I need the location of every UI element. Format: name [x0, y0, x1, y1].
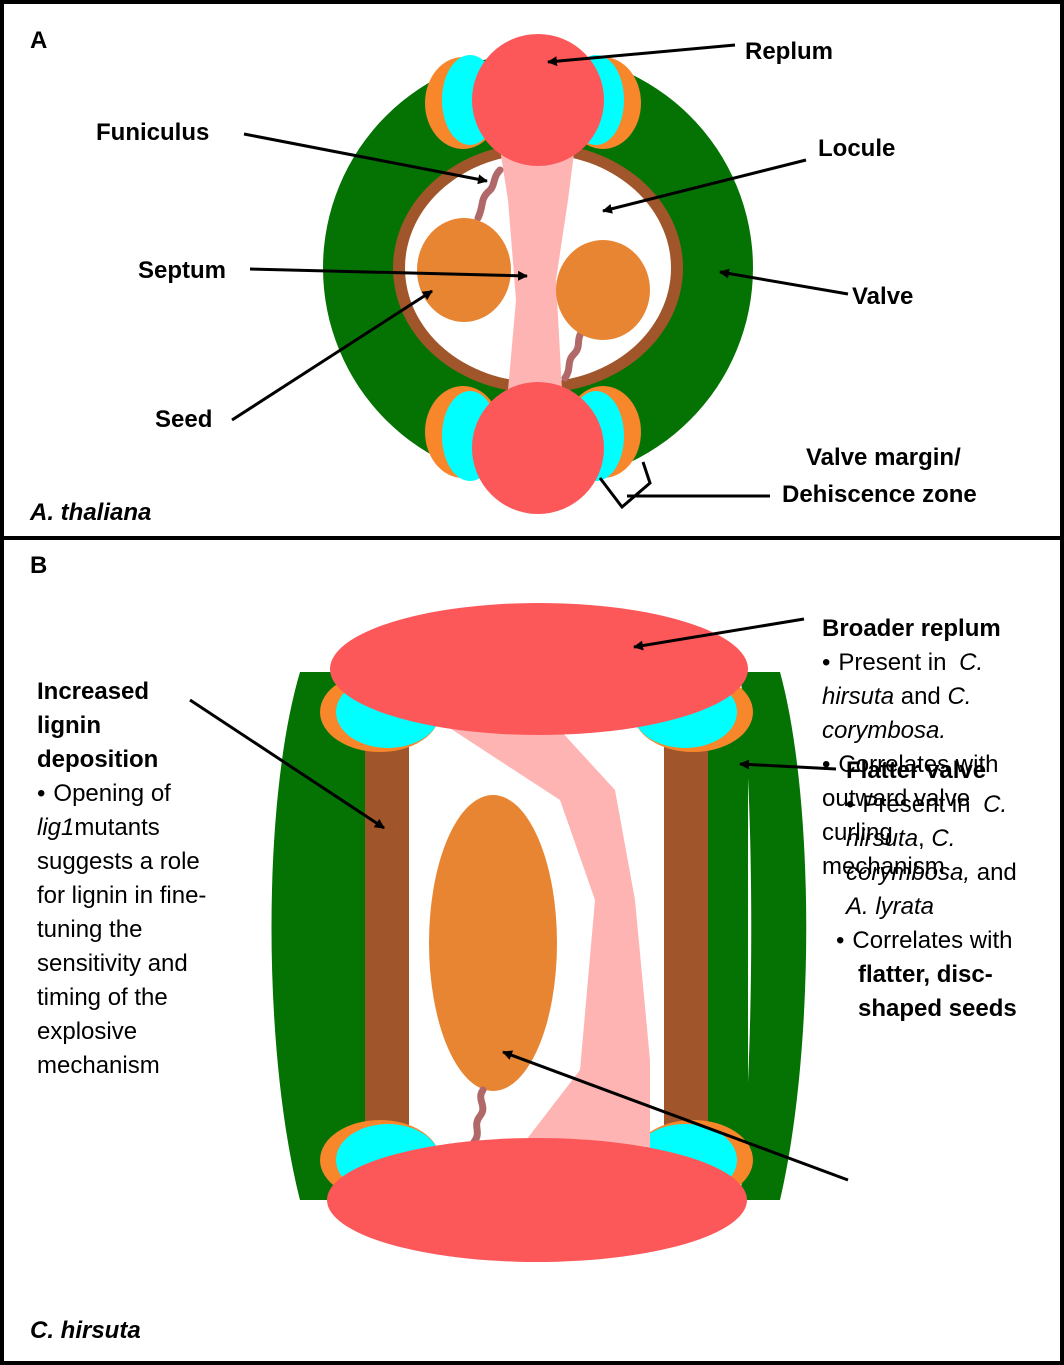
lignin-l5: tuning the: [37, 916, 142, 943]
label-locule: Locule: [818, 135, 895, 162]
svg-text:lig1mutants: lig1mutants: [37, 814, 160, 841]
valve-left-fill: [330, 700, 365, 1170]
valve-l6: flatter, disc-: [858, 961, 993, 988]
label-valve-margin-2: Dehiscence zone: [782, 481, 977, 508]
lignin-l4: for lignin in fine-: [37, 882, 206, 909]
wall-right: [664, 740, 708, 1140]
seed-right: [556, 240, 650, 340]
lignin-gene: lig1: [37, 814, 74, 841]
replum-bullet-2: •: [822, 751, 830, 778]
panel-a-species: A. thaliana: [29, 499, 151, 526]
b-replum-bottom: [327, 1138, 747, 1262]
panel-b-letter: B: [30, 552, 47, 579]
valve-l2-sp: hirsuta: [846, 825, 918, 852]
label-funiculus: Funiculus: [96, 119, 209, 146]
panel-a-letter: A: [30, 27, 47, 54]
svg-text:•Opening of: • Opening of: [37, 780, 171, 807]
replum-l2-sp2: C.: [947, 683, 971, 710]
valve-title: Flatter valve: [846, 757, 986, 784]
lignin-title-1: Increased: [37, 678, 149, 705]
valve-l4: A. lyrata: [844, 893, 934, 920]
svg-text:corymbosa, and: corymbosa, and: [846, 859, 1017, 886]
valve-right-fill: [708, 700, 748, 1170]
valve-l3-rest: and: [970, 859, 1017, 886]
valve-bullet-2: •: [836, 927, 844, 954]
replum-l3: corymbosa.: [822, 717, 946, 744]
valve-bullet: •: [846, 791, 854, 818]
b-seed: [429, 795, 557, 1091]
replum-top: [472, 34, 604, 166]
label-valve-margin-1: Valve margin/: [806, 444, 961, 471]
lignin-l8: explosive: [37, 1018, 137, 1045]
svg-text:hirsuta and C.: hirsuta and C.: [822, 683, 971, 710]
label-replum: Replum: [745, 38, 833, 65]
lignin-l6: sensitivity and: [37, 950, 188, 977]
valve-l3-sp: corymbosa,: [846, 859, 970, 886]
replum-l2-sp: hirsuta: [822, 683, 894, 710]
label-valve: Valve: [852, 283, 913, 310]
label-septum: Septum: [138, 257, 226, 284]
svg-text:•Present in C.: • Present in C.: [846, 791, 1007, 818]
svg-text:•Correlates with: • Correlates with: [836, 927, 1012, 954]
replum-l1: Present in: [838, 649, 953, 676]
wall-left: [365, 740, 409, 1140]
lignin-note: Increased lignin deposition •Opening of …: [37, 678, 206, 1079]
valve-right: [740, 672, 806, 1200]
lignin-l3: suggests a role: [37, 848, 200, 875]
valve-l2-rest: ,: [918, 825, 931, 852]
lignin-l9: mechanism: [37, 1052, 160, 1079]
lignin-title-3: deposition: [37, 746, 158, 773]
valve-l5: Correlates with: [852, 927, 1012, 954]
replum-l2-rest: and: [894, 683, 947, 710]
seed-left: [417, 218, 511, 322]
valve-l2-sp2: C.: [931, 825, 955, 852]
lignin-l7: timing of the: [37, 984, 168, 1011]
lignin-l1: Opening of: [53, 780, 171, 807]
panel-b-species: C. hirsuta: [30, 1317, 141, 1344]
valve-note: Flatter valve • Present in C. hirsuta, C.…: [836, 757, 1017, 1022]
lignin-l2: mutants: [74, 814, 159, 841]
panel-b-diagram: [272, 603, 807, 1262]
label-seed: Seed: [155, 406, 212, 433]
svg-text:hirsuta, C.: hirsuta, C.: [846, 825, 955, 852]
svg-text:•Present in C.: • Present in C.: [822, 649, 983, 676]
b-replum-top: [330, 603, 748, 735]
lignin-title-2: lignin: [37, 712, 101, 739]
replum-title: Broader replum: [822, 615, 1001, 642]
replum-l1-sp: C.: [959, 649, 983, 676]
valve-l7: shaped seeds: [858, 995, 1017, 1022]
valve-l1: Present in: [862, 791, 977, 818]
replum-bottom: [472, 382, 604, 514]
replum-bullet: •: [822, 649, 830, 676]
valve-l1-sp: C.: [983, 791, 1007, 818]
lignin-bullet: •: [37, 780, 45, 807]
